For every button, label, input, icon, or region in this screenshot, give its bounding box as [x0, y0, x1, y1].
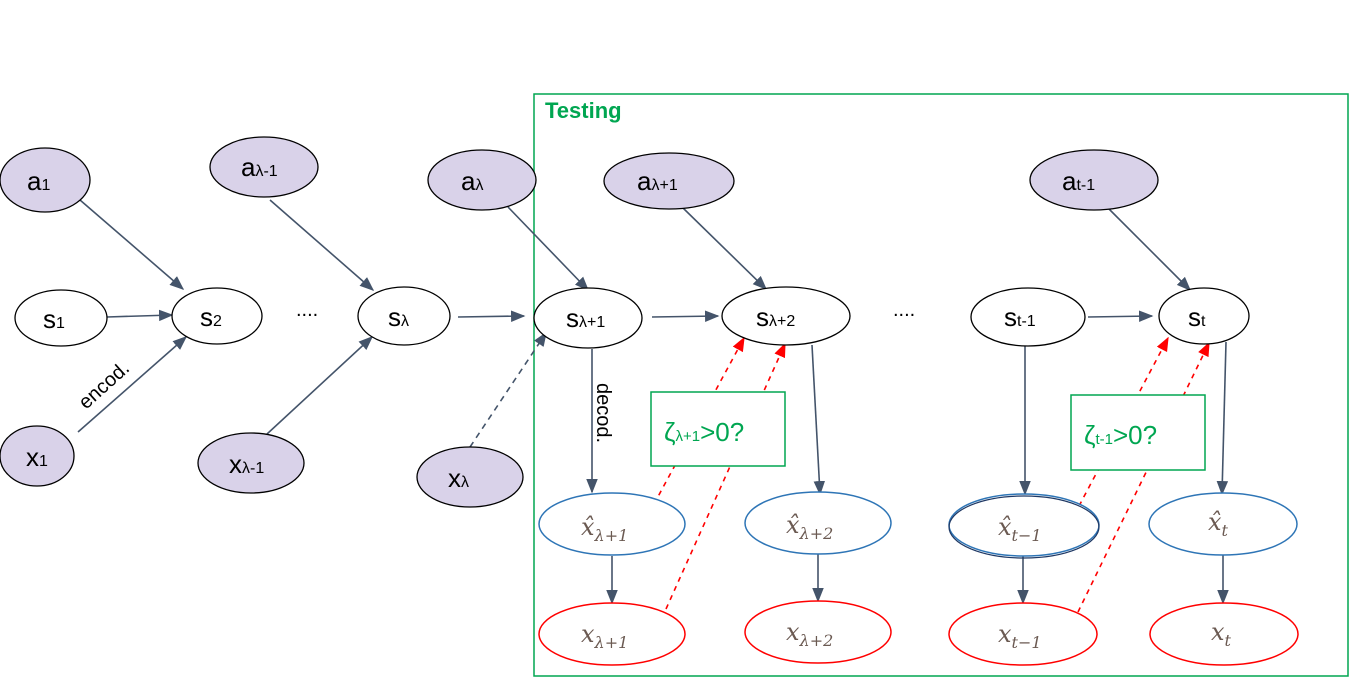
svg-text:s2: s2 — [200, 302, 222, 332]
node-x-lambda-minus-1: xλ-1 — [197, 432, 305, 494]
node-a-lambda: aλ — [427, 149, 537, 211]
node-a-t-minus-1: at-1 — [1029, 149, 1159, 211]
edge-s1-s2 — [106, 309, 174, 322]
edge-slp1-slp2 — [651, 310, 720, 322]
node-a1: a1 — [0, 147, 91, 213]
test-box-t-minus-1: ζt-1>0? — [1070, 394, 1206, 471]
svg-text:xλ: xλ — [448, 463, 469, 493]
svg-text:a1: a1 — [27, 166, 50, 196]
svg-text:ζλ+1>0?: ζλ+1>0? — [664, 417, 744, 447]
edge-x1-s2 — [77, 336, 188, 433]
svg-text:x̂λ+1: x̂λ+1 — [581, 513, 628, 545]
svg-text:ζt-1>0?: ζt-1>0? — [1084, 420, 1157, 450]
svg-text:xλ+2: xλ+2 — [786, 618, 833, 650]
edge-xl-slp1-dashed — [469, 331, 547, 448]
svg-text:at-1: at-1 — [1062, 166, 1095, 196]
svg-text:sλ: sλ — [388, 302, 409, 332]
node-x-lambda: xλ — [416, 446, 524, 508]
node-a-lambda-plus-1: aλ+1 — [603, 152, 735, 210]
node-s-t-minus-1: st-1 — [970, 287, 1086, 347]
red-xr-tm1-st — [1077, 341, 1210, 613]
node-xhat-t: x̂t — [1148, 492, 1298, 556]
encod-label: encod. — [75, 357, 134, 414]
testing-frame — [533, 93, 1349, 677]
node-s-t: st — [1158, 287, 1250, 345]
ellipsis-1: .... — [296, 299, 318, 321]
edge-xlm1-sl — [266, 336, 374, 435]
node-xhat-lambda-plus-2: x̂λ+2 — [744, 491, 892, 555]
red-xr-lp1-slp2 — [665, 342, 786, 610]
edge-alp1-slp2 — [682, 207, 768, 291]
svg-text:xt: xt — [1211, 618, 1232, 650]
svg-text:st: st — [1188, 302, 1206, 332]
svg-text:aλ+1: aλ+1 — [637, 166, 678, 196]
edge-atm1-st — [1106, 206, 1192, 292]
node-xhat-lambda-plus-1: x̂λ+1 — [538, 492, 686, 556]
edge-sl-slp1 — [457, 310, 526, 322]
svg-text:sλ+1: sλ+1 — [566, 303, 605, 333]
edge-stm1-st — [1087, 310, 1154, 322]
svg-text:x̂t−1: x̂t−1 — [998, 513, 1042, 545]
edge-st-xhat — [1216, 341, 1229, 496]
red-xhat-tm1-st — [1078, 336, 1169, 507]
svg-text:sλ+2: sλ+2 — [756, 302, 795, 332]
ellipsis-2: .... — [893, 299, 915, 321]
svg-text:st-1: st-1 — [1004, 302, 1036, 332]
svg-text:x1: x1 — [26, 442, 48, 472]
svg-text:s1: s1 — [43, 304, 65, 334]
edge-a1-s2 — [79, 199, 185, 290]
node-s1: s1 — [14, 289, 108, 347]
red-dashed-edges — [653, 336, 1210, 613]
svg-text:xλ+1: xλ+1 — [581, 620, 628, 652]
testing-label: Testing — [545, 98, 622, 123]
svg-text:x̂t: x̂t — [1208, 508, 1229, 540]
svg-text:xt−1: xt−1 — [998, 620, 1042, 652]
node-xreal-t: xt — [1149, 602, 1299, 666]
svg-text:xλ-1: xλ-1 — [229, 449, 264, 479]
svg-text:aλ-1: aλ-1 — [241, 152, 278, 182]
edge-al-slp1 — [507, 206, 589, 292]
svg-text:x̂λ+2: x̂λ+2 — [786, 511, 833, 543]
node-s2: s2 — [171, 287, 263, 345]
node-xreal-lambda-plus-2: xλ+2 — [744, 600, 892, 664]
node-a-lambda-minus-1: aλ-1 — [209, 136, 319, 198]
node-xreal-lambda-plus-1: xλ+1 — [538, 602, 686, 666]
node-s-lambda-plus-1: sλ+1 — [533, 287, 643, 349]
edges — [77, 199, 1229, 605]
svg-text:aλ: aλ — [461, 166, 483, 196]
decod-label: decod. — [592, 383, 614, 443]
edge-slp2-xhat — [811, 344, 826, 496]
node-x1: x1 — [0, 425, 75, 487]
node-s-lambda-plus-2: sλ+2 — [721, 286, 851, 346]
test-box-lambda-plus-1: ζλ+1>0? — [650, 391, 786, 467]
edge-alm1-sl — [269, 199, 375, 291]
node-s-lambda: sλ — [357, 286, 451, 346]
node-xhat-t-minus-1: x̂t−1 — [948, 493, 1100, 559]
node-xreal-t-minus-1: xt−1 — [948, 602, 1098, 666]
